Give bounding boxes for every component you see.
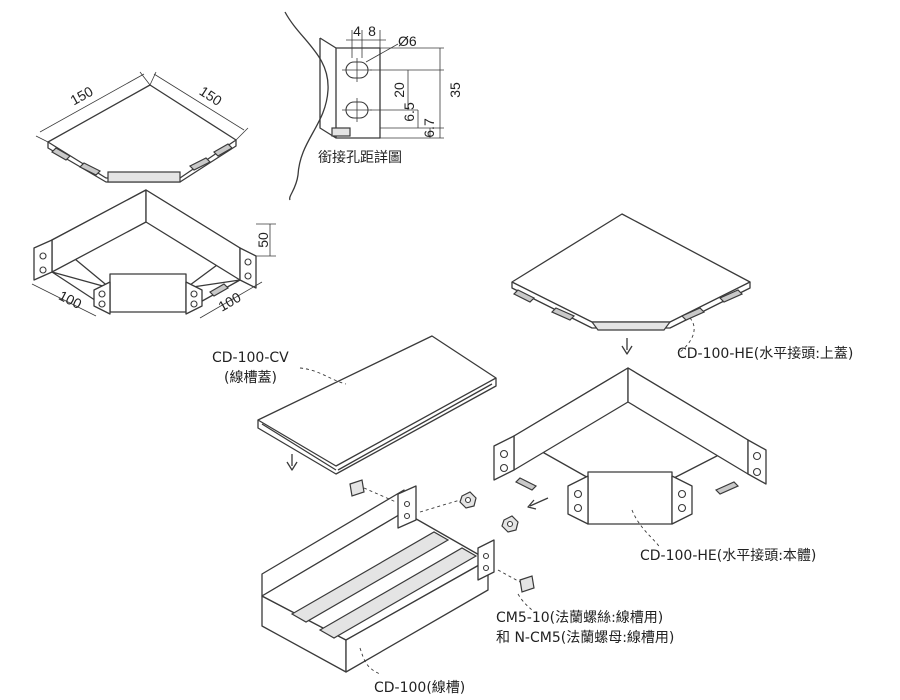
cv-label-line1: CD-100-CV bbox=[212, 350, 289, 366]
elbow-body-top-view: 50 100 100 bbox=[31, 189, 276, 319]
he-cover-label: CD-100-HE(水平接頭:上蓋) bbox=[677, 345, 853, 362]
flange-foot bbox=[331, 127, 351, 137]
duct-rail-1 bbox=[290, 531, 450, 623]
arrow-down-icon-2 bbox=[286, 454, 298, 471]
screw-label-line1: CM5-10(法蘭螺絲:線槽用) bbox=[496, 610, 663, 626]
cv-label-line2: (線槽蓋) bbox=[224, 370, 277, 386]
he-cover-plate bbox=[511, 213, 751, 323]
arrow-down-icon bbox=[621, 338, 633, 355]
he-body: CD-100-HE(水平接頭:本體) bbox=[493, 367, 816, 564]
cover-dim-b: 150 bbox=[197, 83, 225, 109]
elbow-cover-top-view: 150 150 bbox=[35, 71, 249, 183]
duct-cover: CD-100-CV (線槽蓋) bbox=[212, 335, 497, 475]
duct-rail-2 bbox=[318, 547, 478, 639]
dim-phi6: Ø6 bbox=[398, 33, 417, 49]
duct-side-wall bbox=[345, 559, 489, 673]
dim-4: 4 bbox=[353, 23, 361, 39]
cover-dim-a: 150 bbox=[67, 83, 95, 108]
he-cover: CD-100-HE(水平接頭:上蓋) bbox=[511, 213, 853, 362]
body-dim-height: 50 bbox=[255, 232, 271, 248]
screw-icon bbox=[349, 479, 365, 497]
he-body-label: CD-100-HE(水平接頭:本體) bbox=[640, 547, 816, 564]
dim-8: 8 bbox=[368, 23, 376, 39]
detail-caption: 銜接孔距詳圖 bbox=[318, 149, 402, 166]
dim-35: 35 bbox=[447, 82, 463, 98]
duct: CM5-10(法蘭螺絲:線槽用) 和 N-CM5(法蘭螺母:線槽用) CD-10… bbox=[261, 479, 674, 696]
dim-6-5: 6.5 bbox=[401, 102, 417, 122]
joint-plate-right bbox=[477, 539, 495, 581]
duct-label: CD-100(線槽) bbox=[374, 680, 465, 696]
hole-spacing-detail: 4 8 Ø6 20 35 6.5 6.7 銜接孔距詳圖 bbox=[284, 11, 463, 201]
cover-center-tab bbox=[107, 171, 181, 183]
arrow-left-icon bbox=[527, 497, 549, 510]
screw-icon-2 bbox=[519, 575, 535, 593]
dim-6-7: 6.7 bbox=[421, 118, 437, 138]
break-line bbox=[284, 11, 329, 201]
dim-20: 20 bbox=[391, 82, 407, 98]
flange-edge bbox=[319, 37, 337, 139]
body-center-plate bbox=[109, 273, 187, 313]
he-body-center-plate bbox=[587, 471, 673, 525]
screw-label-line2: 和 N-CM5(法蘭螺母:線槽用) bbox=[496, 630, 674, 646]
